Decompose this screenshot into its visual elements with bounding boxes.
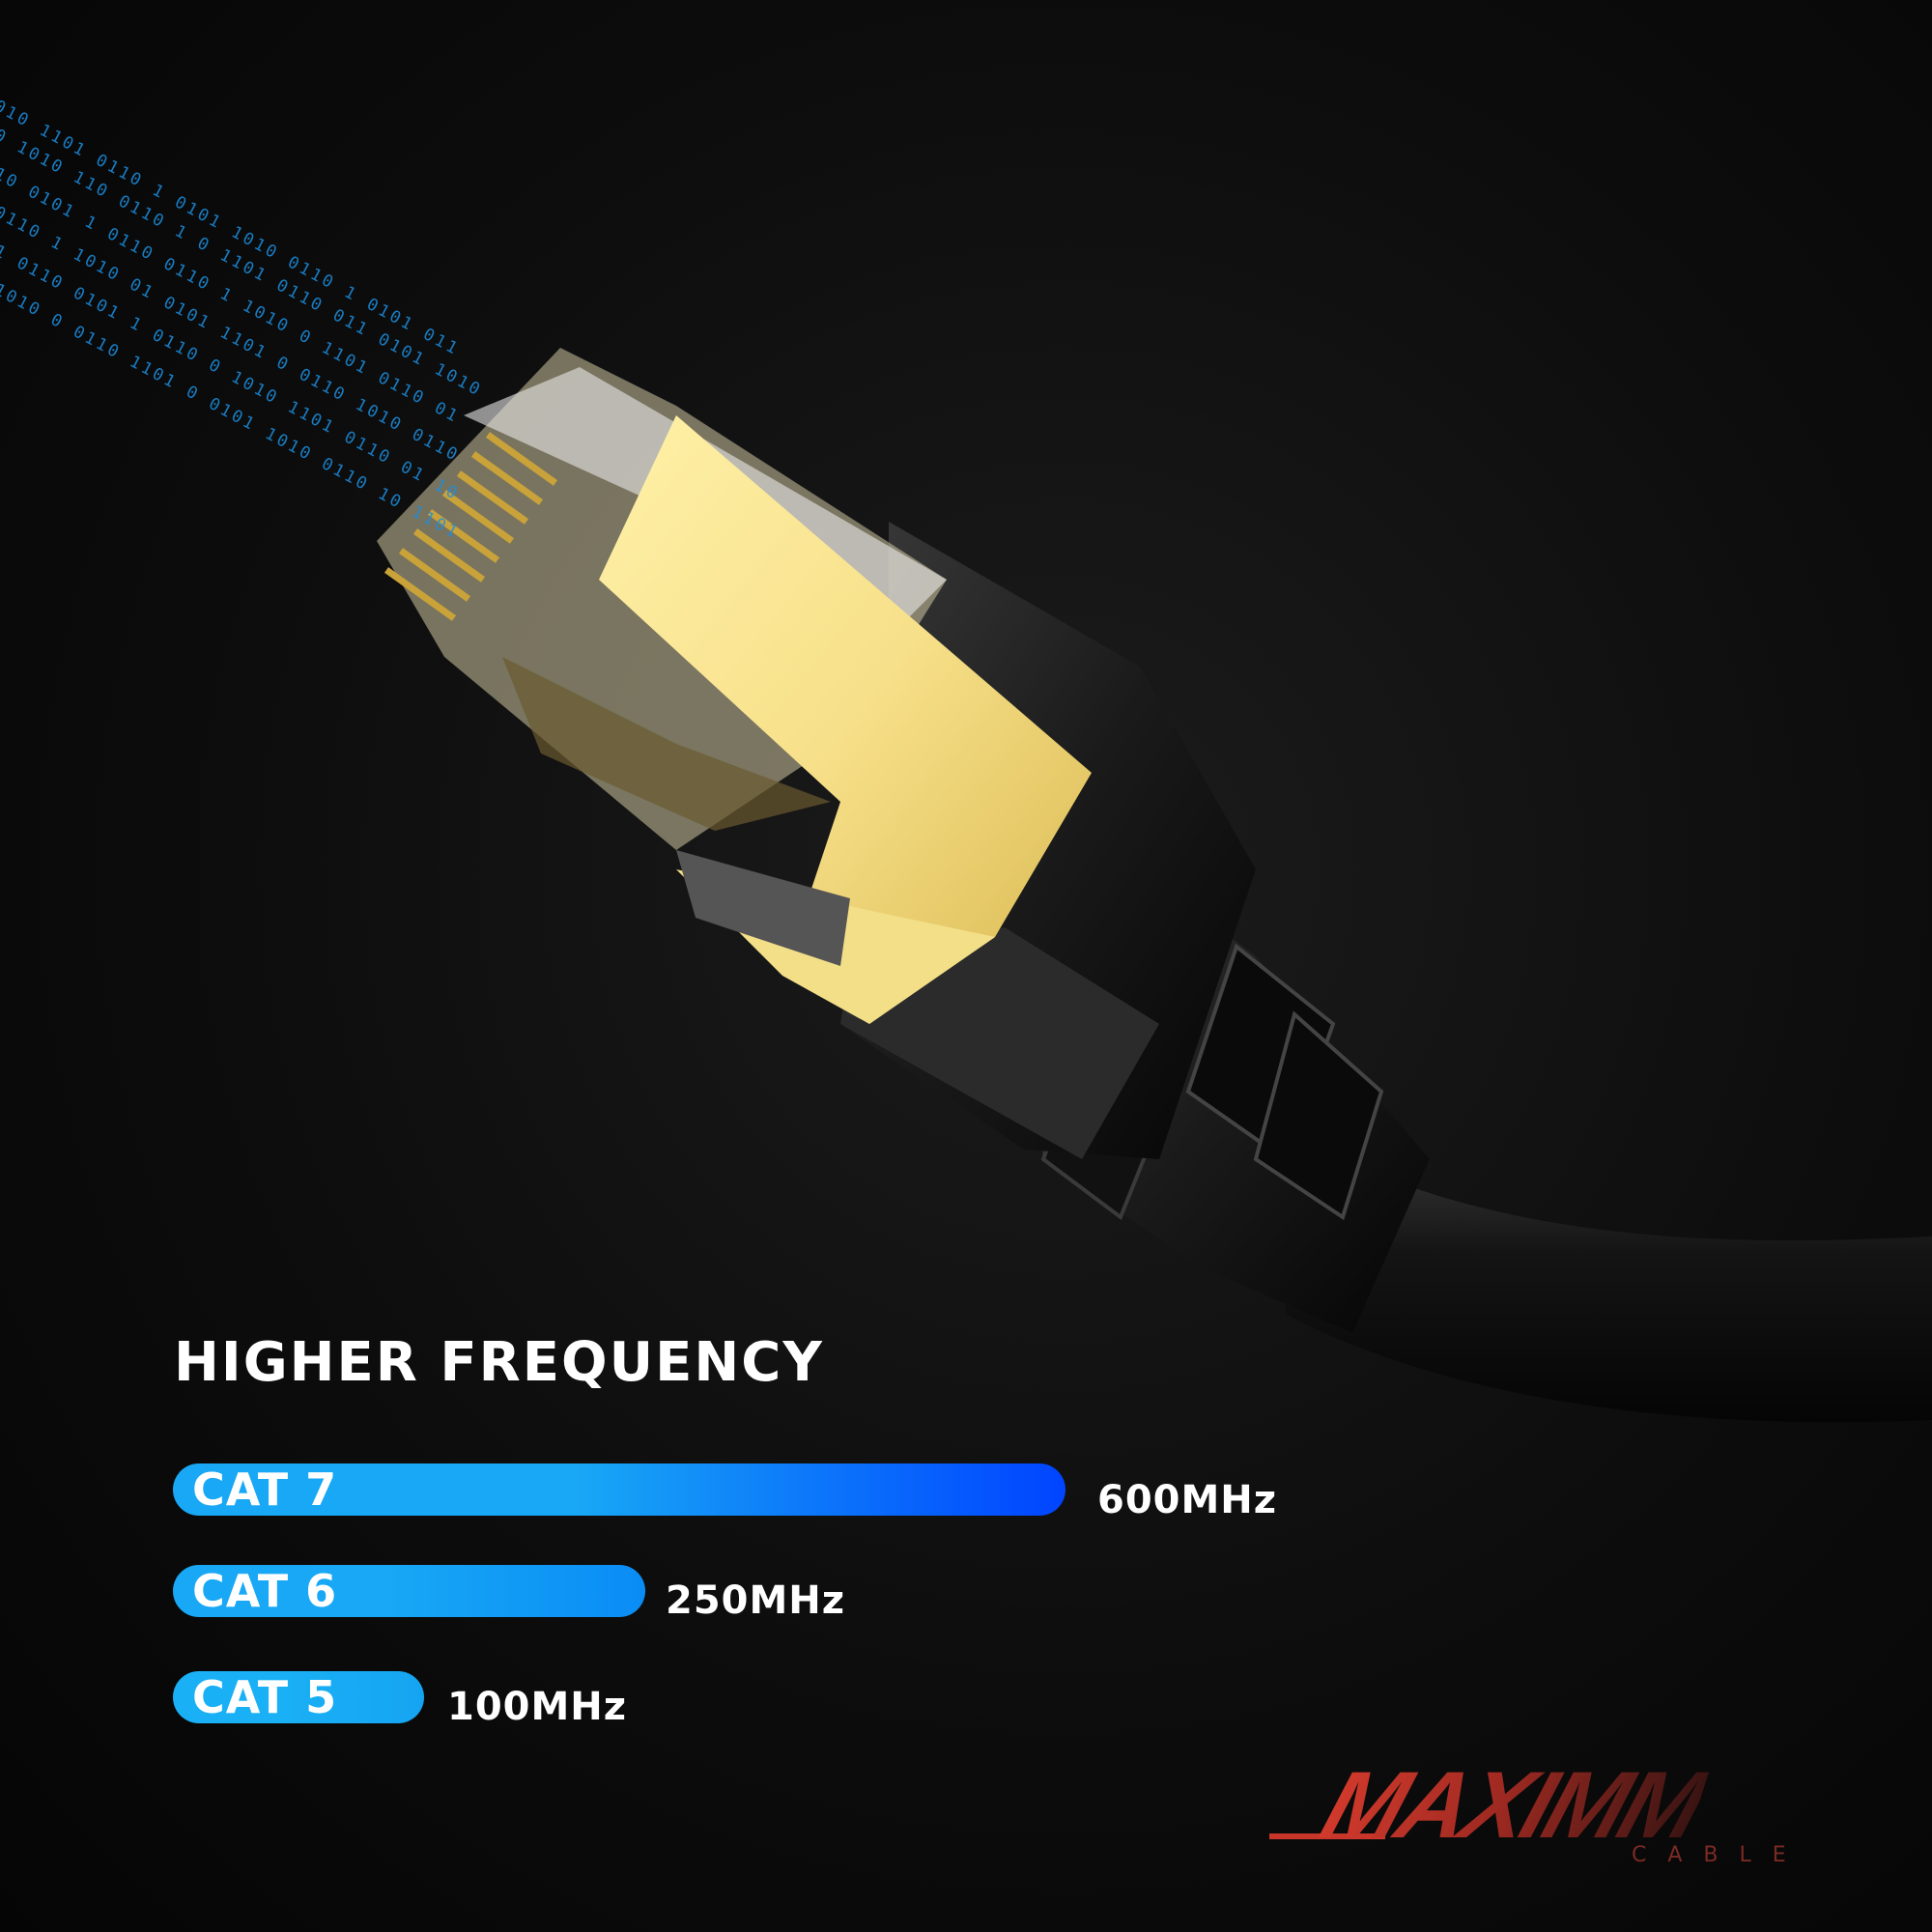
bar-label: CAT 5 <box>192 1671 338 1723</box>
gold-shield <box>599 415 1092 1024</box>
value-label-cat7: 600MHz <box>1097 1478 1278 1522</box>
brand-logo: MAXIMM CABLE <box>1269 1750 1849 1867</box>
bar-label: CAT 6 <box>192 1565 338 1617</box>
value-label-cat6: 250MHz <box>666 1578 846 1623</box>
bar-cat7: CAT 7 <box>173 1463 1065 1516</box>
bar-cat5: CAT 5 <box>173 1671 424 1723</box>
headline: HIGHER FREQUENCY <box>174 1331 824 1394</box>
cable <box>1285 1140 1932 1423</box>
value-label-cat5: 100MHz <box>447 1685 628 1729</box>
gold-pins <box>384 432 558 621</box>
bar-cat6: CAT 6 <box>173 1565 645 1617</box>
brand-subtitle: CABLE <box>1632 1843 1807 1867</box>
bar-label: CAT 7 <box>192 1463 338 1516</box>
logo-underline <box>1269 1833 1385 1839</box>
